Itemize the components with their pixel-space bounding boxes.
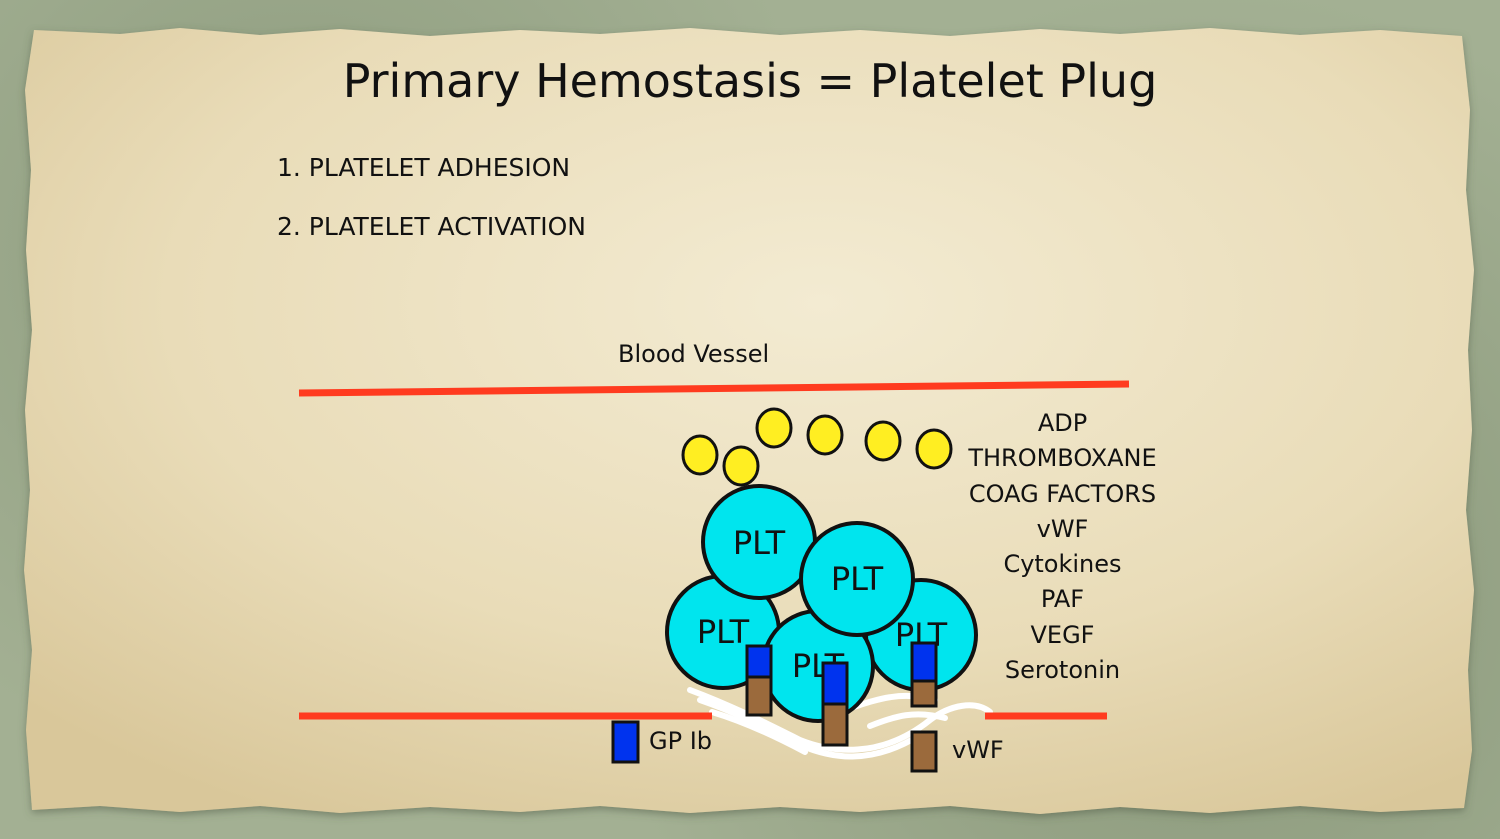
granule [915, 428, 953, 470]
legend-gp-ib-label: GP Ib [649, 727, 713, 755]
substance-item: THROMBOXANE [968, 444, 1157, 473]
gp-ib-receptor [745, 644, 773, 679]
granule [722, 445, 760, 487]
released-granules [681, 407, 953, 487]
granule [681, 434, 719, 476]
step-platelet-activation: 2. PLATELET ACTIVATION [277, 212, 586, 241]
slide-title: Primary Hemostasis = Platelet Plug [342, 54, 1158, 108]
vwf-bound [821, 702, 849, 747]
vessel-label: Blood Vessel [618, 340, 770, 368]
granule [806, 414, 844, 456]
granule [755, 407, 793, 449]
substance-item: ADP [1037, 409, 1088, 437]
platelet-label: PLT [697, 613, 750, 651]
substance-item: Serotonin [1004, 656, 1121, 685]
legend-gp-ib-swatch [611, 720, 640, 764]
platelet-aggregate [665, 484, 978, 723]
platelet-label: PLT [733, 524, 786, 562]
vwf-bound [745, 675, 773, 717]
released-substances-list: ADP THROMBOXANE COAG FACTORS vWF Cytokin… [955, 406, 1170, 688]
substance-item: Cytokines [1003, 550, 1122, 579]
step-platelet-adhesion: 1. PLATELET ADHESION [277, 153, 571, 182]
legend-vwf-label: vWF [952, 736, 1004, 764]
substance-item: COAG FACTORS [968, 479, 1157, 508]
substance-item: VEGF [1030, 620, 1095, 649]
vessel-wall-top [298, 380, 1130, 397]
platelet-label: PLT [831, 560, 884, 598]
gp-ib-receptor [821, 661, 849, 706]
substance-item: vWF [1036, 514, 1089, 543]
gp-ib-receptor [910, 641, 938, 683]
granule [864, 420, 902, 462]
vwf-bound [910, 679, 938, 708]
legend-vwf-swatch [910, 730, 938, 773]
substance-item: PAF [1040, 585, 1085, 614]
platelet [799, 521, 915, 637]
